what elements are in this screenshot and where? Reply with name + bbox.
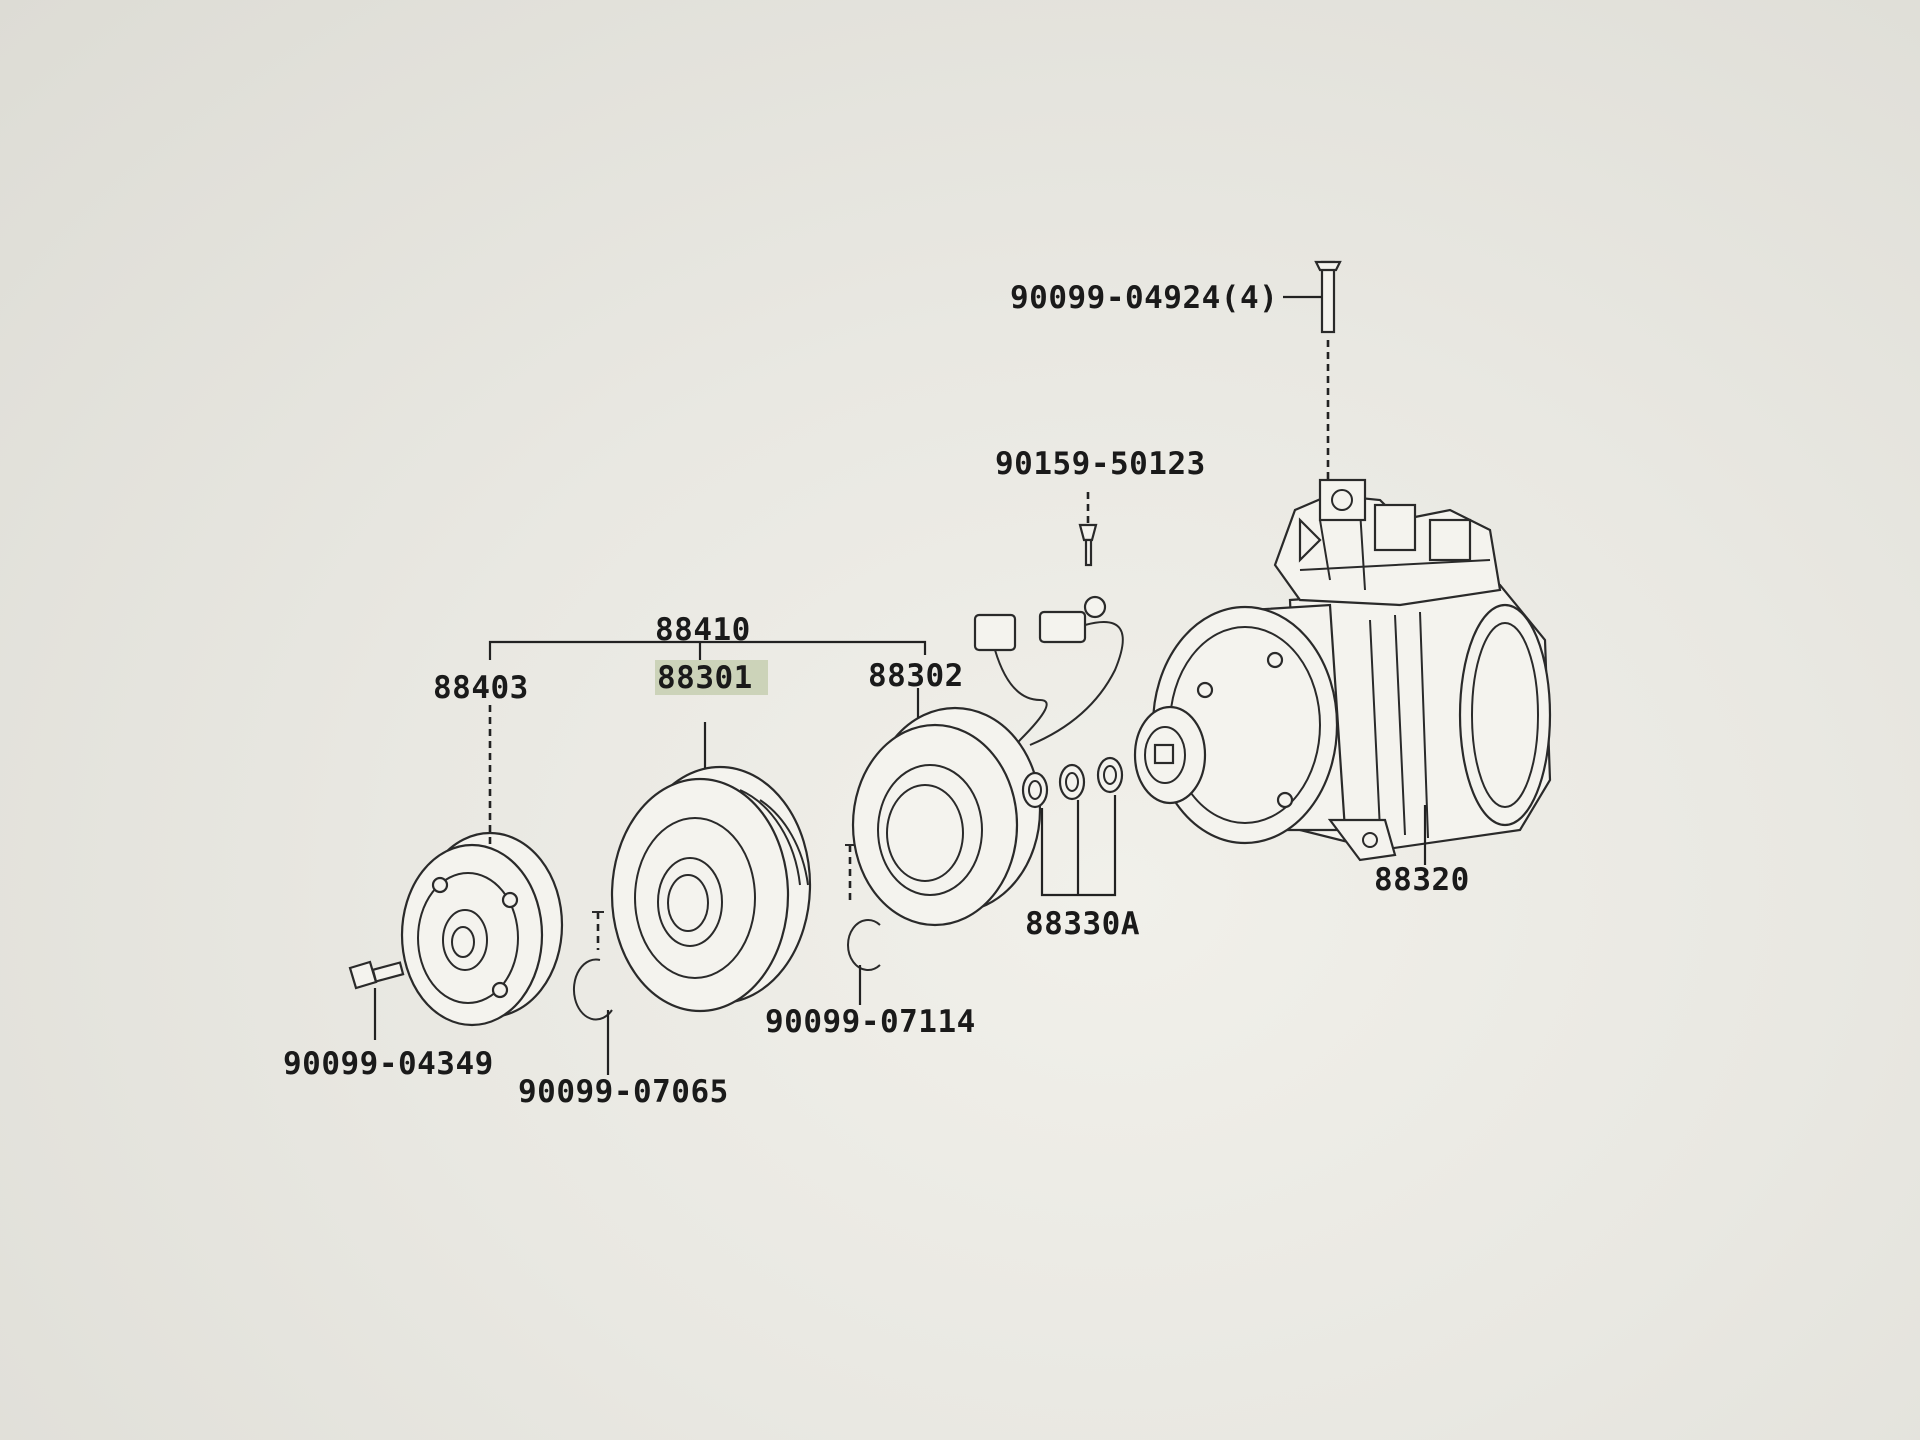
harness-drawing: [973, 492, 1124, 766]
label-snap-ring-hub: 90099-07065: [518, 1074, 729, 1110]
label-snap-ring-pulley: 90099-07114: [765, 1004, 976, 1040]
label-screw: 90159-50123: [995, 446, 1206, 482]
field-coil-drawing: [851, 706, 1042, 927]
pulley-label-highlight: [655, 660, 768, 695]
hub-drawing: [400, 831, 564, 1027]
label-bolt-top: 90099-04924(4): [1010, 280, 1278, 316]
snap-ring-drawings: [572, 844, 881, 1021]
label-hub-bolt: 90099-04349: [283, 1046, 494, 1082]
label-clutch-assy: 88410: [655, 612, 751, 648]
pulley-drawing: [610, 765, 812, 1013]
leader-lines: [373, 295, 1427, 1075]
compressor-drawing: [1133, 478, 1552, 862]
bolt-drawing: [1314, 260, 1342, 480]
shims-drawing: [1021, 756, 1124, 809]
label-pulley: 88301: [657, 660, 753, 696]
hub-bolt-drawing: [348, 960, 405, 990]
label-field-coil: 88302: [868, 658, 964, 694]
label-hub: 88403: [433, 670, 529, 706]
label-compressor: 88320: [1374, 862, 1470, 898]
label-shims: 88330A: [1025, 906, 1140, 942]
